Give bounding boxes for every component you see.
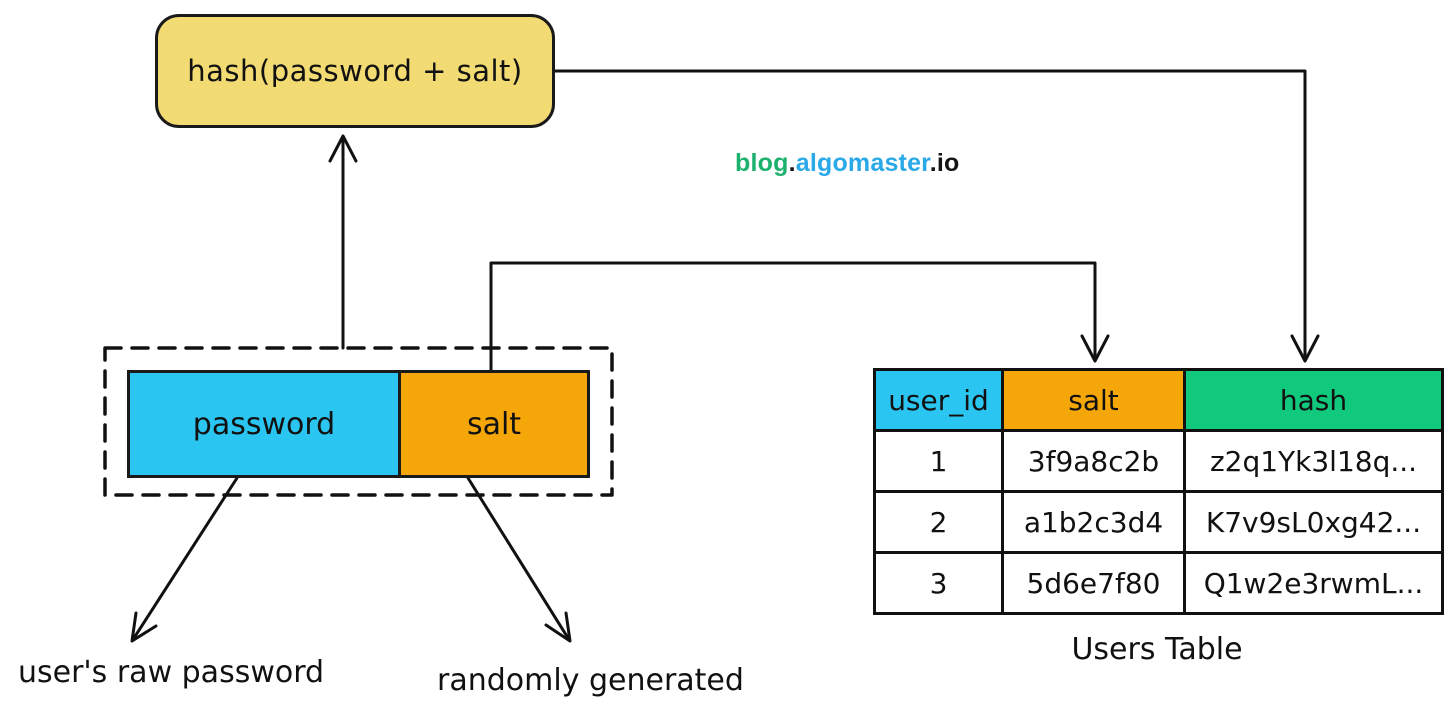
cell-user-id: 1 <box>873 429 1004 493</box>
cell-salt: 5d6e7f80 <box>1001 551 1186 615</box>
watermark-site: algomaster <box>795 149 930 177</box>
arrow-salt-to-table <box>489 261 1110 374</box>
salt-node: salt <box>398 370 590 478</box>
hash-function-label: hash(password + salt) <box>187 54 523 88</box>
password-label: password <box>192 406 336 442</box>
arrow-hash-to-table <box>551 69 1320 363</box>
salt-label: salt <box>466 406 522 442</box>
cell-hash: K7v9sL0xg42... <box>1183 490 1444 554</box>
table-row: 3 5d6e7f80 Q1w2e3rwmL... <box>873 551 1444 615</box>
arrow-input-to-hash <box>328 134 358 350</box>
table-row: 1 3f9a8c2b z2q1Yk3l18q... <box>873 429 1444 493</box>
users-table: user_id salt hash 1 3f9a8c2b z2q1Yk3l18q… <box>873 368 1444 615</box>
cell-salt: a1b2c3d4 <box>1001 490 1186 554</box>
arrow-salt-to-note <box>466 476 572 643</box>
table-header-hash: hash <box>1183 368 1444 432</box>
cell-hash: Q1w2e3rwmL... <box>1183 551 1444 615</box>
table-row: 2 a1b2c3d4 K7v9sL0xg42... <box>873 490 1444 554</box>
watermark-tld: .io <box>929 149 960 177</box>
hash-function-node: hash(password + salt) <box>155 14 555 128</box>
cell-salt: 3f9a8c2b <box>1001 429 1186 493</box>
password-node: password <box>127 370 401 478</box>
watermark-blog: blog <box>735 149 789 177</box>
salt-annotation: randomly generated <box>437 663 744 698</box>
users-table-caption: Users Table <box>1071 632 1243 667</box>
password-annotation: user's raw password <box>18 655 325 690</box>
cell-hash: z2q1Yk3l18q... <box>1183 429 1444 493</box>
watermark-dot: . <box>788 149 796 177</box>
table-header-salt: salt <box>1001 368 1186 432</box>
table-header-row: user_id salt hash <box>873 368 1444 432</box>
table-header-user-id: user_id <box>873 368 1004 432</box>
watermark: blog.algomaster.io <box>735 149 960 178</box>
cell-user-id: 3 <box>873 551 1004 615</box>
arrow-password-to-note <box>130 476 239 643</box>
cell-user-id: 2 <box>873 490 1004 554</box>
